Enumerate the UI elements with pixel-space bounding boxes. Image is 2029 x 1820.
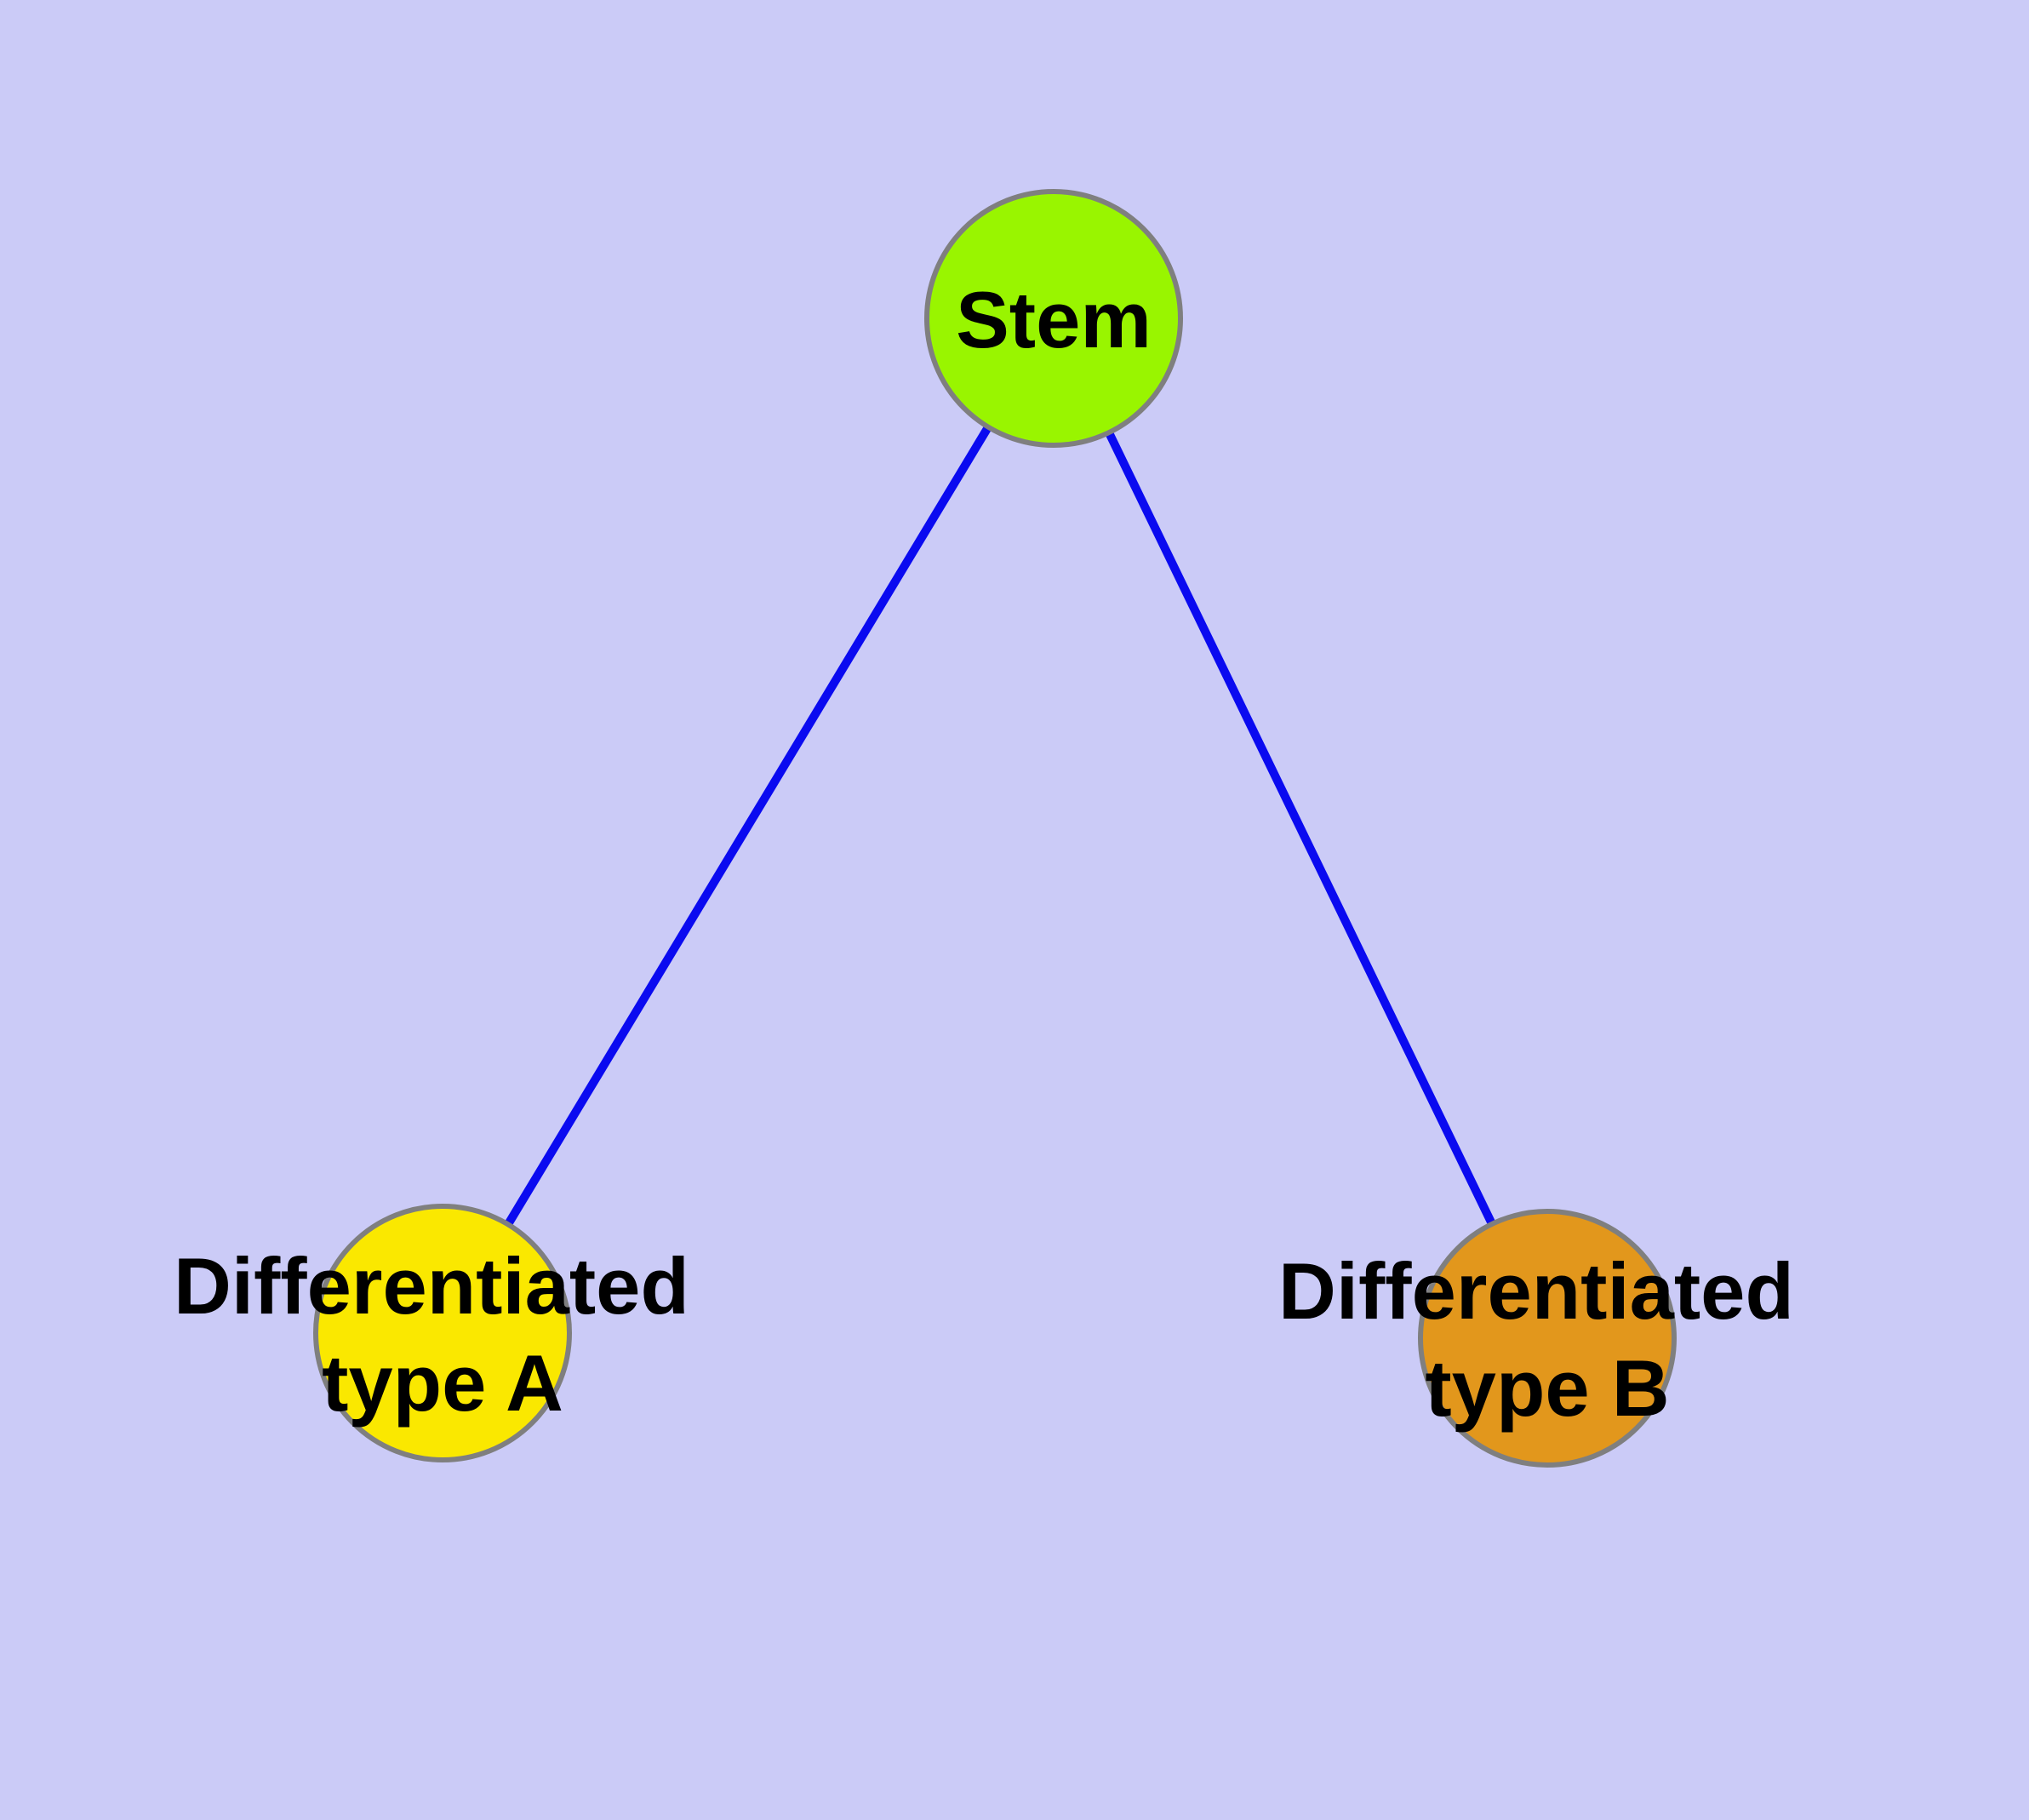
- label-line-1: Differentiated: [1278, 1246, 1794, 1336]
- node-differentiated-type-a-label: Differentiated type A: [174, 1241, 712, 1428]
- edge-stem-to-type-b: [1049, 316, 1552, 1341]
- label-line-2: type A: [322, 1338, 563, 1428]
- node-stem-label: Stem: [956, 275, 1152, 364]
- edge-stem-to-type-a: [438, 316, 1058, 1336]
- node-differentiated-type-b-label: Differentiated type B: [1278, 1246, 1816, 1433]
- node-differentiated-type-b: Differentiated type B: [1278, 1209, 1816, 1468]
- node-differentiated-type-b-circle: [1418, 1209, 1677, 1468]
- node-differentiated-type-a: Differentiated type A: [174, 1204, 712, 1462]
- node-stem-circle: [924, 189, 1183, 448]
- label-line-2: type B: [1425, 1343, 1669, 1433]
- node-differentiated-type-a-circle: [313, 1204, 572, 1462]
- node-stem: Stem: [924, 189, 1183, 448]
- label-line-1: Differentiated: [174, 1241, 689, 1331]
